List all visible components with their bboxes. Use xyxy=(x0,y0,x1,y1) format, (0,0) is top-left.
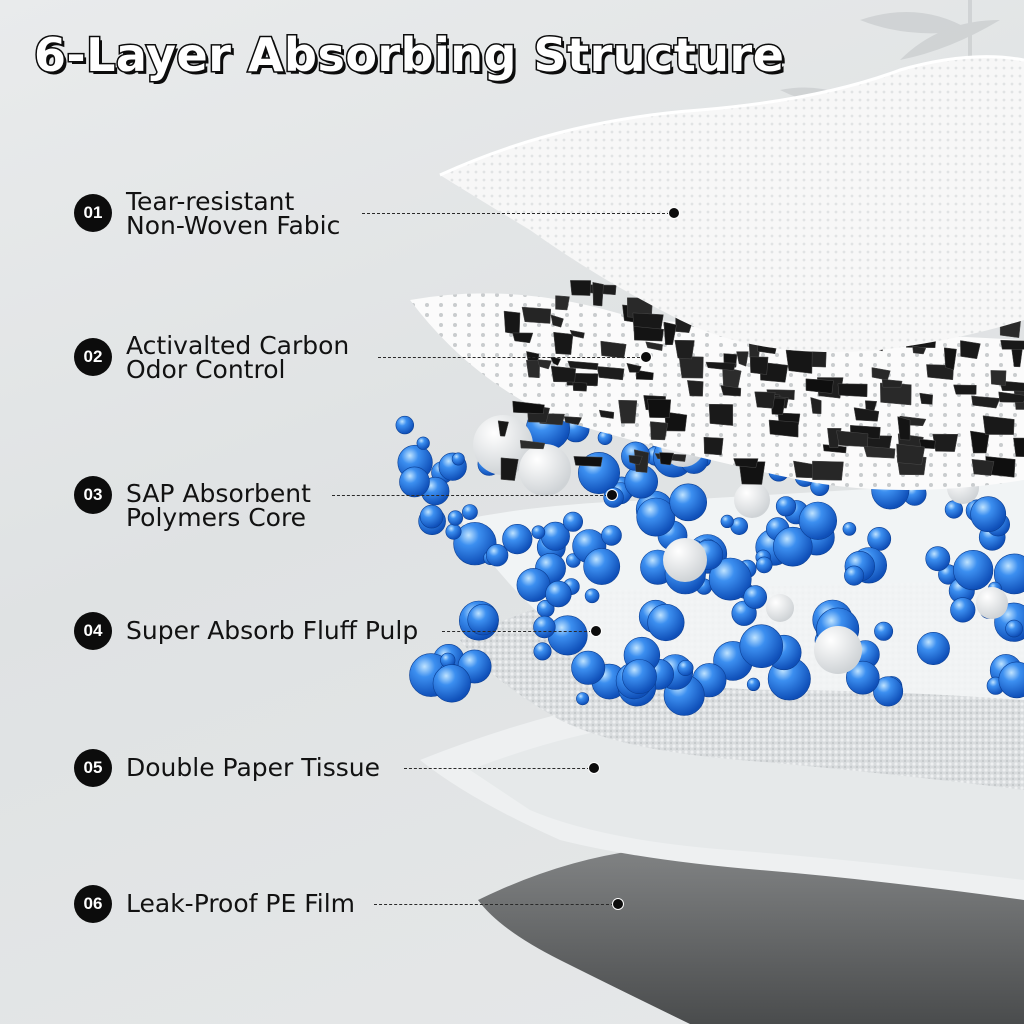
page-title: 6-Layer Absorbing Structure xyxy=(32,27,785,84)
layer-label-line1: Leak-Proof PE Film xyxy=(126,889,356,918)
layer-label-line2: Polymers Core xyxy=(126,503,307,532)
layer-label-line1: SAP Absorbent xyxy=(126,479,311,508)
layer-label-line1: Super Absorb Fluff Pulp xyxy=(126,616,419,645)
layer-label-line1: Activalted Carbon xyxy=(126,331,350,360)
leader-dot xyxy=(606,489,618,501)
leader-line xyxy=(404,768,590,769)
layer-label-line2: Odor Control xyxy=(126,355,286,384)
layer-number-badge: 06 xyxy=(74,885,112,923)
leader-dot xyxy=(588,762,600,774)
layer-number-badge: 01 xyxy=(74,194,112,232)
layer-number-badge: 03 xyxy=(74,476,112,514)
leader-line xyxy=(362,213,670,214)
nonwoven-fabric-layer xyxy=(440,56,1024,353)
leader-line xyxy=(374,904,614,905)
layer-number-badge: 05 xyxy=(74,749,112,787)
leader-line xyxy=(332,495,608,496)
layer-number-badge: 02 xyxy=(74,338,112,376)
leader-dot xyxy=(612,898,624,910)
layer-number-badge: 04 xyxy=(74,612,112,650)
leader-line xyxy=(442,631,592,632)
leader-dot xyxy=(640,351,652,363)
layer-label-line1: Tear-resistant xyxy=(126,187,295,216)
layer-label-line1: Double Paper Tissue xyxy=(126,753,381,782)
leader-dot xyxy=(668,207,680,219)
leader-dot xyxy=(590,625,602,637)
leader-line xyxy=(378,357,640,358)
layer-label-line2: Non-Woven Fabic xyxy=(126,211,341,240)
